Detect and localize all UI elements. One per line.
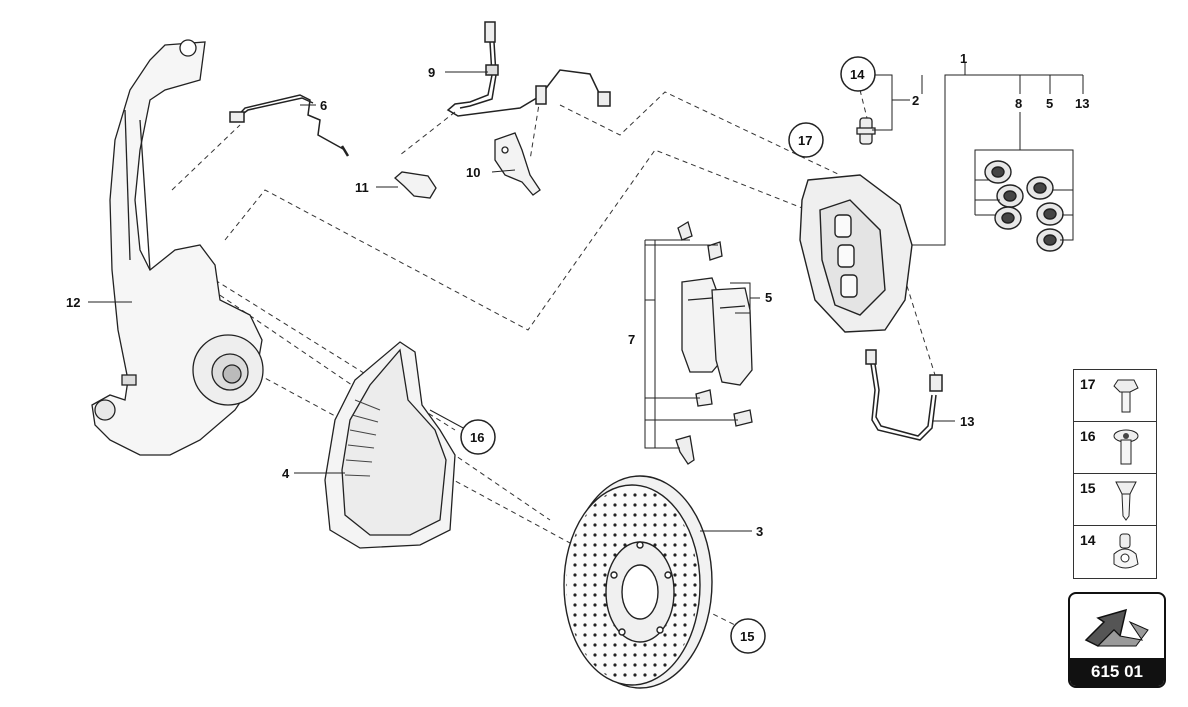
- brake-pad-set[interactable]: [681, 277, 753, 386]
- assembly-guide-lines: [171, 89, 936, 626]
- steering-knuckle[interactable]: [91, 39, 264, 456]
- callout-11: 11: [355, 180, 369, 195]
- pad-retainer-clips[interactable]: [675, 221, 753, 465]
- bolt-hex-icon: [1113, 379, 1139, 413]
- brake-line-lower[interactable]: [865, 349, 943, 441]
- callout-14: 14: [850, 67, 865, 82]
- callout-13-top: 13: [1075, 96, 1089, 111]
- section-badge[interactable]: 615 01: [1068, 592, 1166, 688]
- brake-wear-sensor[interactable]: [229, 94, 350, 157]
- hose-bracket[interactable]: [494, 132, 541, 196]
- callout-5: 5: [765, 290, 772, 305]
- brake-disc[interactable]: [563, 475, 713, 689]
- callout-6: 6: [320, 98, 327, 113]
- callout-7: 7: [628, 332, 635, 347]
- callout-16: 16: [470, 430, 484, 445]
- callout-13: 13: [960, 414, 974, 429]
- hardware-item-15[interactable]: 15: [1074, 474, 1156, 526]
- callout-10: 10: [466, 165, 480, 180]
- hardware-number: 16: [1080, 428, 1096, 444]
- hardware-item-17[interactable]: 17: [1074, 370, 1156, 422]
- callout-4: 4: [282, 466, 290, 481]
- hardware-number: 17: [1080, 376, 1096, 392]
- callout-15: 15: [740, 629, 754, 644]
- callout-2: 2: [912, 93, 919, 108]
- bleed-valve[interactable]: [856, 117, 876, 145]
- bolt-torx-icon: [1113, 429, 1139, 465]
- hardware-number: 14: [1080, 532, 1096, 548]
- callout-5-top: 5: [1046, 96, 1053, 111]
- callout-8: 8: [1015, 96, 1022, 111]
- brake-hose-upper[interactable]: [446, 21, 611, 117]
- countersunk-screw-icon: [1115, 481, 1137, 521]
- hose-clip[interactable]: [394, 171, 437, 199]
- callout-17: 17: [798, 133, 812, 148]
- callout-12: 12: [66, 295, 80, 310]
- circled-callouts: [460, 56, 876, 654]
- callout-9: 9: [428, 65, 435, 80]
- leader-lines: [88, 62, 1084, 532]
- brake-caliper[interactable]: [799, 174, 913, 333]
- piston-seal-kit[interactable]: [984, 160, 1064, 252]
- bleed-valve-icon: [1113, 533, 1139, 569]
- hardware-item-14[interactable]: 14: [1074, 526, 1156, 577]
- callout-3: 3: [756, 524, 763, 539]
- hardware-number: 15: [1080, 480, 1096, 496]
- brake-splash-shield[interactable]: [324, 341, 456, 549]
- hardware-panel: 17 16 15 14: [1073, 369, 1157, 579]
- callout-1: 1: [960, 51, 967, 66]
- hardware-item-16[interactable]: 16: [1074, 422, 1156, 474]
- group-code: 615 01: [1070, 658, 1164, 686]
- arrow-icon: [1084, 608, 1149, 647]
